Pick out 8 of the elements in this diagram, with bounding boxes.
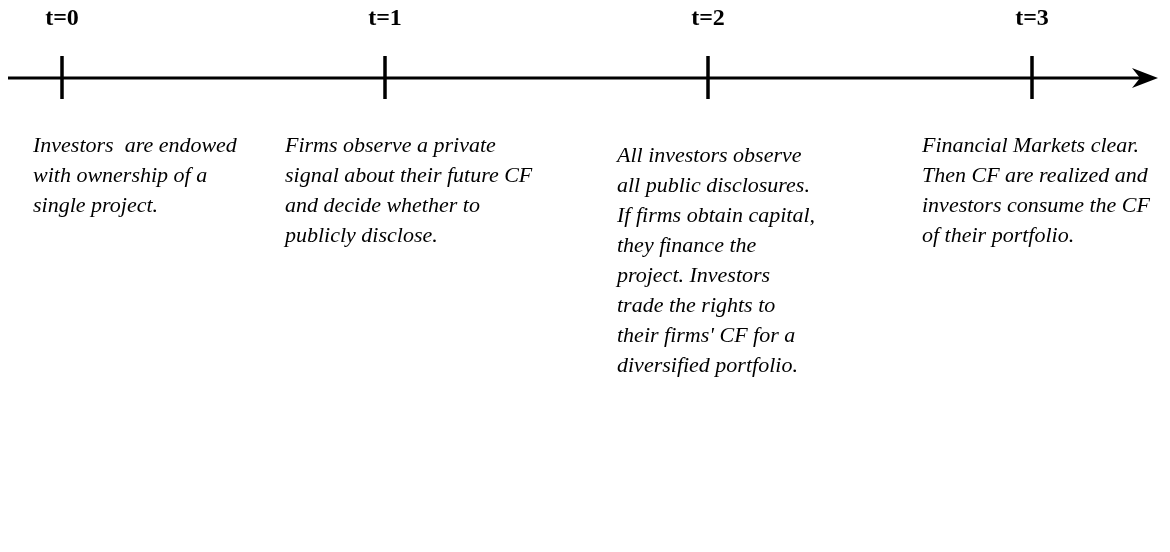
event-description: Firms observe a private signal about their future CF and decide whether to publicly disclose. <box>285 131 534 249</box>
event-description: All investors observe all public disclosures. If firms obtain capital, they finance the project. Investors trade the rights to their firms' CF for a diversified portfolio. <box>617 141 816 379</box>
event-description: Investors are endowed with ownership of a single project. <box>33 131 238 219</box>
time-label: t=0 <box>45 4 79 31</box>
time-label: t=2 <box>691 4 725 31</box>
event-description: Financial Markets clear. Then CF are realized and investors consume the CF of their portfolio. <box>922 131 1151 249</box>
time-label: t=1 <box>368 4 402 31</box>
time-label: t=3 <box>1015 4 1049 31</box>
